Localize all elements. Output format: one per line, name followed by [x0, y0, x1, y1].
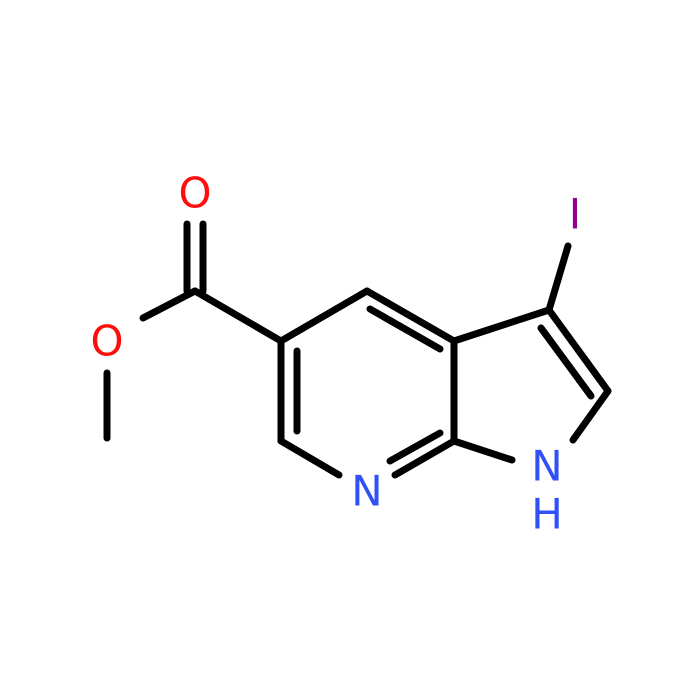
- atom-label-pyridine-nitrogen: N: [351, 467, 382, 516]
- bond-c3-c2: [545, 306, 612, 395]
- atom-label-iodine: I: [569, 190, 581, 239]
- atom-label-pyrrole-hydrogen: H: [531, 490, 563, 539]
- bond-carbonyl-ring: [191, 287, 285, 345]
- bond-c7a-n7-inner: [386, 429, 444, 465]
- bond-n1-c7a: [450, 437, 516, 464]
- atom-label-pyrrole-nitrogen: N: [531, 442, 562, 491]
- bond-c2-n1: [569, 387, 612, 444]
- bond-c4-c3a-inner: [366, 305, 444, 353]
- bond-n7-c6: [277, 437, 343, 479]
- bond-c7a-n7: [391, 437, 458, 479]
- bond-o-carbonyl-carbon: [139, 287, 199, 322]
- bond-c3-c2-inner: [537, 324, 595, 400]
- bond-c5-c4: [277, 287, 371, 345]
- bond-c3-iodine: [545, 242, 572, 314]
- atom-label-ester-oxygen: O: [90, 317, 123, 366]
- bond-c4-c3a: [363, 287, 458, 345]
- bond-c3a-c3: [450, 306, 553, 345]
- atom-label-carbonyl-oxygen: O: [178, 169, 211, 218]
